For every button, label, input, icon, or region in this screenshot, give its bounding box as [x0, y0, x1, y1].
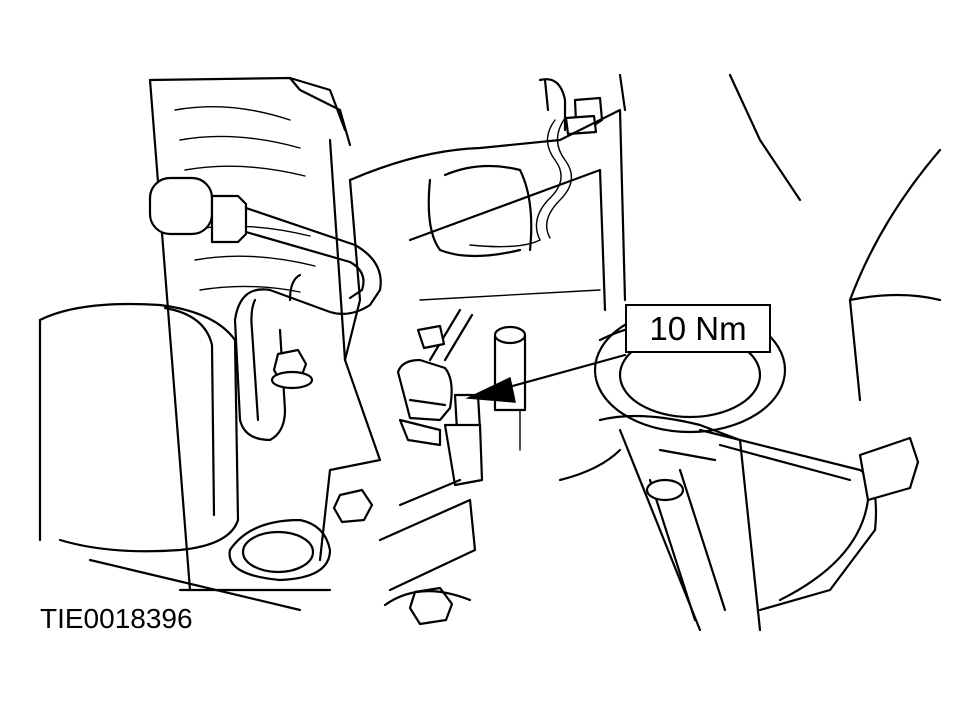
pipe-assembly	[148, 176, 382, 442]
sensor-connector	[396, 308, 521, 487]
bracket-bolt	[270, 348, 314, 390]
wiring-harness	[427, 78, 604, 258]
selector-fork	[558, 414, 920, 632]
mounting-bracket	[148, 76, 352, 592]
torque-arrow	[465, 353, 627, 403]
torque-callout-box: 10 Nm	[625, 304, 771, 353]
left-housing	[38, 302, 240, 553]
lower-flange	[88, 478, 477, 626]
transmission-casing	[318, 73, 942, 562]
figure-id-label: TIE0018396	[40, 603, 193, 634]
torque-value-label: 10 Nm	[649, 309, 747, 347]
